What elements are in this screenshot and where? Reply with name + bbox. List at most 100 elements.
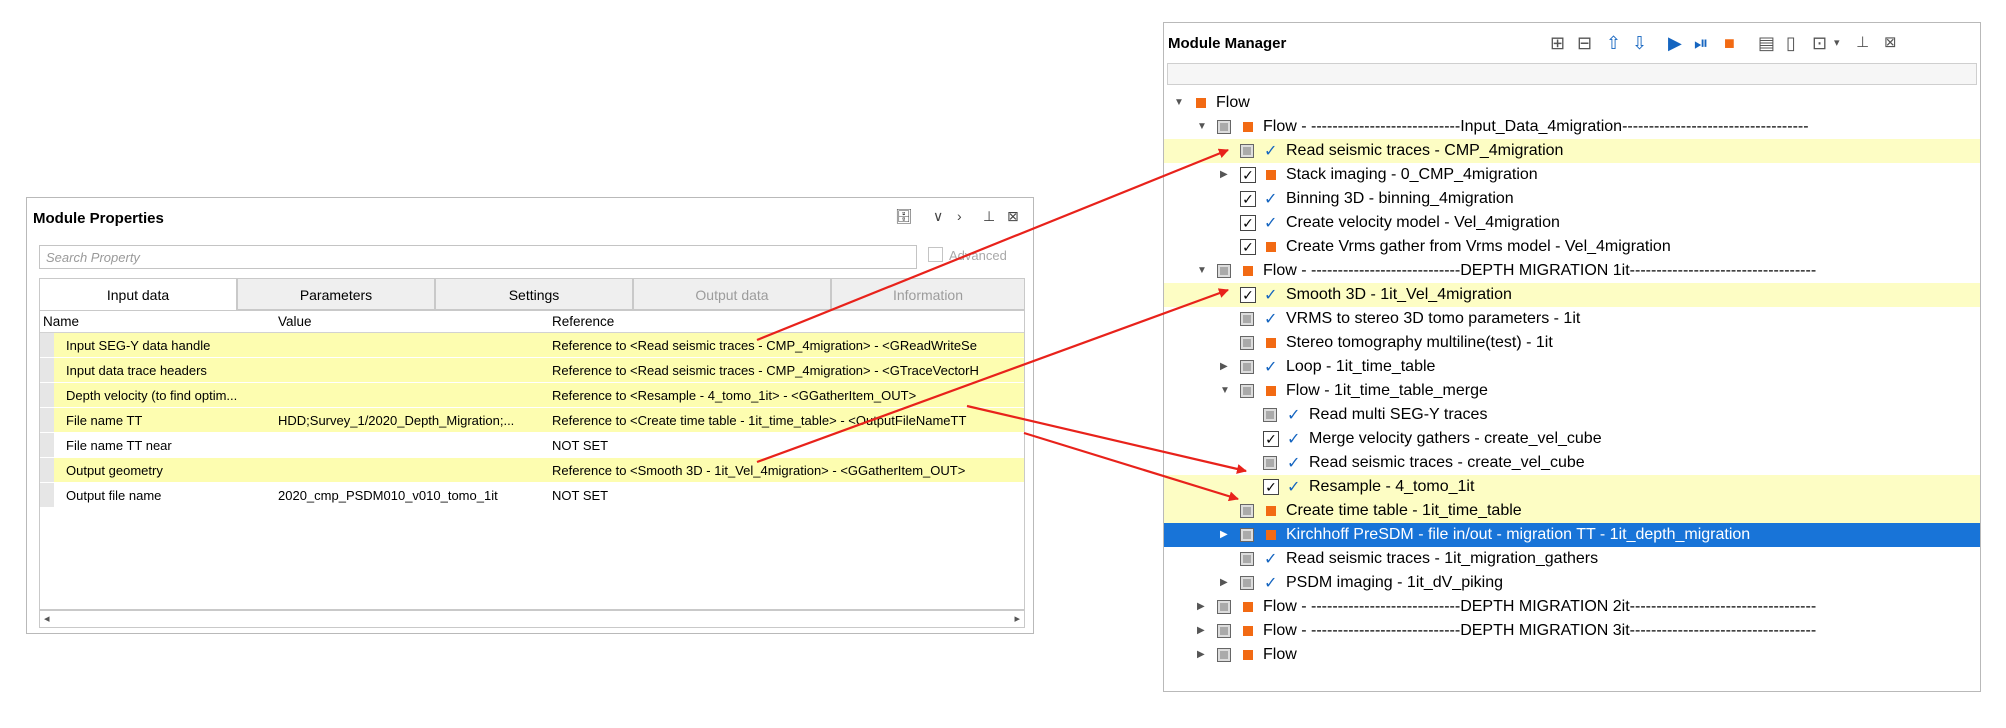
pin-icon[interactable]: ⊥ [983, 208, 996, 224]
checkbox-partial[interactable] [1263, 456, 1277, 470]
tree-item[interactable]: ✓✓Smooth 3D - 1it_Vel_4migration [1164, 283, 1980, 307]
add-module-icon[interactable]: ⊞ [1550, 33, 1566, 53]
checkbox-checked[interactable]: ✓ [1263, 479, 1279, 495]
run-icon[interactable]: ▶ [1668, 33, 1682, 53]
row-reference[interactable]: NOT SET [552, 488, 609, 503]
tab-output-data[interactable]: Output data [633, 278, 831, 310]
checkbox-partial[interactable] [1240, 144, 1254, 158]
row-reference[interactable]: NOT SET [552, 438, 609, 453]
checkbox-partial[interactable] [1263, 408, 1277, 422]
checkbox-partial[interactable] [1217, 624, 1231, 638]
tree-item[interactable]: ✓Create Vrms gather from Vrms model - Ve… [1164, 235, 1980, 259]
expand-right-icon[interactable]: ▶ [1197, 649, 1205, 660]
list-icon[interactable]: ▤ [1758, 33, 1776, 53]
column-value-header[interactable]: Value [278, 314, 312, 329]
tree-item[interactable]: ▶✓PSDM imaging - 1it_dV_piking [1164, 571, 1980, 595]
tree-item[interactable]: ▼Flow [1164, 91, 1980, 115]
expand-down-icon[interactable]: ▼ [1197, 265, 1207, 276]
row-reference[interactable]: Reference to <Read seismic traces - CMP_… [552, 338, 977, 353]
close-panel-icon[interactable]: ⊠ [1007, 208, 1019, 224]
row-value[interactable]: HDD;Survey_1/2020_Depth_Migration;... [278, 413, 515, 428]
checkbox-partial[interactable] [1217, 120, 1231, 134]
tab-settings[interactable]: Settings [435, 278, 633, 310]
window-icon[interactable]: ⊡ [1812, 33, 1828, 53]
tree-item[interactable]: ▶Flow [1164, 643, 1980, 667]
tree-item[interactable]: ✓Read seismic traces - 1it_migration_gat… [1164, 547, 1980, 571]
tree-item[interactable]: ▼Flow - ----------------------------DEPT… [1164, 259, 1980, 283]
move-up-icon[interactable]: ⇧ [1606, 33, 1622, 53]
tree-item[interactable]: ▶Flow - ----------------------------DEPT… [1164, 619, 1980, 643]
checkbox-partial[interactable] [1240, 552, 1254, 566]
checkbox-partial[interactable] [1217, 648, 1231, 662]
run-to-icon[interactable]: ⏯ [1694, 33, 1709, 53]
tree-item[interactable]: ▶Flow - ----------------------------DEPT… [1164, 595, 1980, 619]
horizontal-scrollbar[interactable]: ◂ ▸ [39, 610, 1025, 628]
checkbox-partial[interactable] [1240, 384, 1254, 398]
tree-item[interactable]: ✓✓Create velocity model - Vel_4migration [1164, 211, 1980, 235]
tab-parameters[interactable]: Parameters [237, 278, 435, 310]
checkbox-partial[interactable] [1217, 600, 1231, 614]
checkbox-partial[interactable] [1240, 360, 1254, 374]
scroll-right-icon[interactable]: ▸ [1014, 613, 1020, 625]
expand-down-icon[interactable]: ▼ [1197, 121, 1207, 132]
tree-item[interactable]: ▼Flow - ----------------------------Inpu… [1164, 115, 1980, 139]
checkbox-partial[interactable] [1240, 576, 1254, 590]
advanced-checkbox[interactable] [928, 247, 943, 262]
checkbox-checked[interactable]: ✓ [1263, 431, 1279, 447]
move-down-icon[interactable]: ⇩ [1632, 33, 1648, 53]
tree-item[interactable]: ✓✓Resample - 4_tomo_1it [1164, 475, 1980, 499]
advanced-toggle[interactable]: Advanced [928, 247, 1007, 263]
expand-down-icon[interactable]: ▼ [1220, 385, 1230, 396]
tree-item[interactable]: ▶Kirchhoff PreSDM - file in/out - migrat… [1164, 523, 1980, 547]
column-reference-header[interactable]: Reference [552, 314, 615, 329]
dropdown-icon[interactable]: ▾ [1834, 37, 1840, 49]
expand-right-icon[interactable]: ▶ [1220, 529, 1228, 540]
row-reference[interactable]: Reference to <Resample - 4_tomo_1it> - <… [552, 388, 917, 403]
checkbox-partial[interactable] [1240, 528, 1254, 542]
scroll-left-icon[interactable]: ◂ [44, 613, 50, 625]
expand-right-icon[interactable]: ▶ [1220, 361, 1228, 372]
remove-module-icon[interactable]: ⊟ [1577, 33, 1593, 53]
tree-item[interactable]: ✓Read seismic traces - CMP_4migration [1164, 139, 1980, 163]
tree-item[interactable]: ▶✓Stack imaging - 0_CMP_4migration [1164, 163, 1980, 187]
column-name-header[interactable]: Name [43, 314, 80, 329]
checkbox-partial[interactable] [1240, 312, 1254, 326]
tree-item[interactable]: ▶✓Loop - 1it_time_table [1164, 355, 1980, 379]
chevron-down-icon[interactable]: ∨ [933, 208, 944, 224]
stop-icon[interactable]: ■ [1724, 33, 1735, 53]
tab-information[interactable]: Information [831, 278, 1025, 310]
row-reference[interactable]: Reference to <Read seismic traces - CMP_… [552, 363, 979, 378]
expand-right-icon[interactable]: ▶ [1220, 169, 1228, 180]
row-reference[interactable]: Reference to <Smooth 3D - 1it_Vel_4migra… [552, 463, 966, 478]
tree-item[interactable]: Create time table - 1it_time_table [1164, 499, 1980, 523]
row-value[interactable]: 2020_cmp_PSDM010_v010_tomo_1it [278, 488, 498, 503]
chevron-right-icon[interactable]: › [957, 208, 962, 224]
tree-item[interactable]: ✓✓Merge velocity gathers - create_vel_cu… [1164, 427, 1980, 451]
tree-item[interactable]: ▼Flow - 1it_time_table_merge [1164, 379, 1980, 403]
checkbox-checked[interactable]: ✓ [1240, 191, 1256, 207]
checkbox-partial[interactable] [1240, 336, 1254, 350]
tab-input-data[interactable]: Input data [39, 278, 237, 311]
tree-item[interactable]: ✓Read seismic traces - create_vel_cube [1164, 451, 1980, 475]
checkbox-checked[interactable]: ✓ [1240, 287, 1256, 303]
tree-item[interactable]: Stereo tomography multiline(test) - 1it [1164, 331, 1980, 355]
expand-right-icon[interactable]: ▶ [1220, 577, 1228, 588]
expand-right-icon[interactable]: ▶ [1197, 625, 1205, 636]
close-panel-icon[interactable]: ⊠ [1884, 34, 1897, 51]
row-reference[interactable]: Reference to <Create time table - 1it_ti… [552, 413, 967, 428]
checkbox-partial[interactable] [1217, 264, 1231, 278]
pin-icon[interactable]: ⊥ [1856, 34, 1870, 51]
search-property-input[interactable]: Search Property [39, 245, 917, 269]
tree-item[interactable]: ✓Read multi SEG-Y traces [1164, 403, 1980, 427]
tree-item[interactable]: ✓✓Binning 3D - binning_4migration [1164, 187, 1980, 211]
checkbox-partial[interactable] [1240, 504, 1254, 518]
clipboard-icon[interactable]: ▯ [1786, 33, 1796, 53]
table-row[interactable]: Depth velocity (to find optim...Referenc… [40, 383, 1024, 407]
expand-down-icon[interactable]: ▼ [1174, 97, 1184, 108]
